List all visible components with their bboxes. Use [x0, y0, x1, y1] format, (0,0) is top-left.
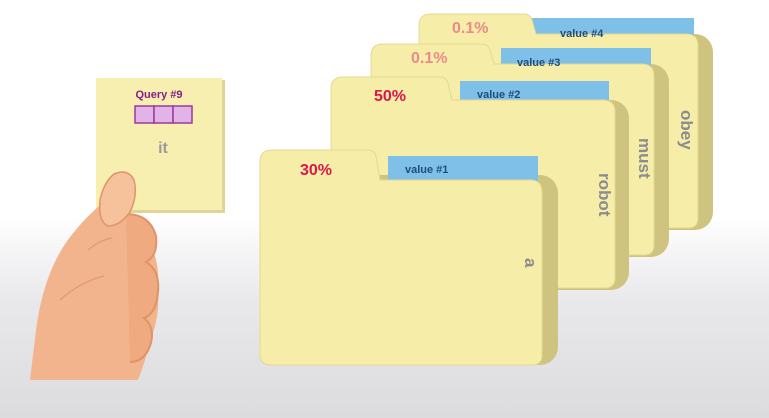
query-vector-slot — [134, 105, 155, 124]
folder-4-percent: 0.1% — [452, 20, 488, 37]
query-vector-slot — [153, 105, 174, 124]
folder-3-value-label: value #3 — [517, 57, 560, 69]
query-card: Query #9 it — [96, 78, 225, 213]
folder-1-percent: 30% — [300, 162, 332, 179]
query-card-title: Query #9 — [135, 89, 182, 101]
folder-4-key-word: obey — [677, 110, 696, 150]
hand-crease — [59, 275, 105, 301]
hand-fingers — [125, 213, 160, 363]
folder-1: 30% value #1 a — [259, 149, 558, 366]
folder-4-value-label: value #4 — [560, 28, 604, 40]
hand-palm — [30, 196, 159, 380]
folder-1-value-label: value #1 — [405, 164, 448, 176]
query-vector — [134, 105, 193, 124]
folder-2-percent: 50% — [374, 88, 406, 105]
hand-crease — [87, 237, 113, 251]
folder-2-value-label: value #2 — [477, 89, 520, 101]
query-vector-slot — [172, 105, 193, 124]
query-token: it — [158, 140, 168, 157]
hand-illustration — [30, 171, 160, 380]
hand-thumb — [98, 171, 137, 227]
folder-1-body — [259, 149, 543, 366]
folder-2-key-word: robot — [595, 173, 614, 217]
folder-3-key-word: must — [635, 138, 654, 179]
folder-3-percent: 0.1% — [411, 50, 447, 67]
folder-1-key-word: a — [521, 258, 540, 268]
